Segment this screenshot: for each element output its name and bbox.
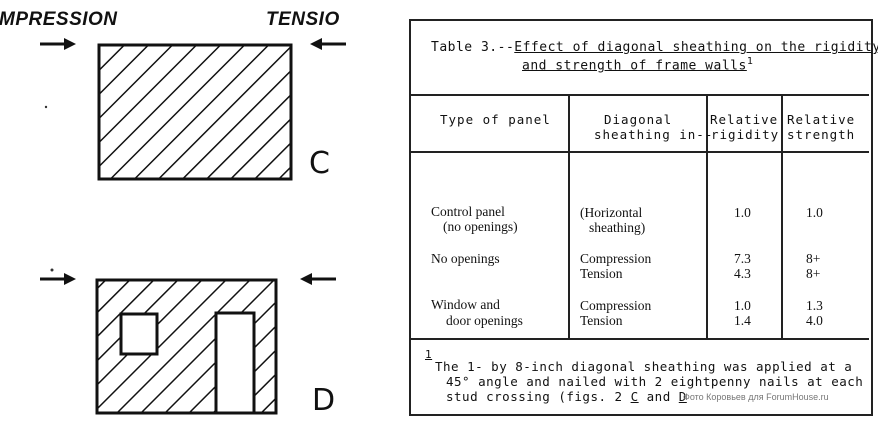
header-diagonal-1: Diagonal (604, 112, 673, 127)
row-3-strength-2: 4.0 (806, 313, 823, 328)
window-opening (119, 312, 159, 356)
row-1-sheathing-2: sheathing) (589, 220, 646, 235)
table-frame (409, 19, 873, 416)
header-type-of-panel: Type of panel (440, 112, 551, 127)
title-divider (411, 94, 869, 96)
row-1-panel-2: (no openings) (443, 219, 518, 234)
table-title-line-2: and strength of frame walls1 (522, 56, 754, 74)
header-divider (411, 151, 869, 153)
row-2-sheathing-2: Tension (580, 266, 623, 281)
header-rigidity-2: rigidity (711, 127, 780, 142)
header-strength-2: strength (787, 127, 856, 142)
tension-arrow-top (310, 38, 346, 50)
footnote-divider (411, 338, 869, 340)
row-2-strength-1: 8+ (806, 251, 821, 266)
compression-label: MPRESSION (0, 9, 118, 30)
row-3-rigidity-2: 1.4 (734, 313, 751, 328)
row-1-sheathing-1: (Horizontal (580, 205, 643, 220)
row-3-panel-1: Window and (431, 297, 500, 312)
row-3-panel-2: door openings (446, 313, 523, 328)
door-opening (214, 311, 256, 415)
footnote-line-2: 45° angle and nailed with 2 eightpenny n… (446, 374, 864, 389)
tension-label: TENSIO (266, 9, 340, 30)
tension-arrow-bottom (300, 273, 336, 285)
header-diagonal-2: sheathing in-- (594, 127, 714, 142)
panel-c-sheathing (97, 43, 293, 181)
row-2-sheathing-1: Compression (580, 251, 652, 266)
column-divider-2 (706, 95, 708, 339)
row-3-sheathing-2: Tension (580, 313, 623, 328)
figure-letter-c: C (309, 146, 330, 181)
row-3-sheathing-1: Compression (580, 298, 652, 313)
row-1-strength: 1.0 (806, 205, 823, 220)
column-divider-3 (781, 95, 783, 339)
figure-letter-d: D (312, 383, 336, 418)
row-1-rigidity: 1.0 (734, 205, 751, 220)
watermark: Фото Коровьев для ForumHouse.ru (683, 392, 829, 402)
row-1-panel-1: Control panel (431, 204, 505, 219)
row-2-strength-2: 8+ (806, 266, 821, 281)
wall-panel-diagrams (40, 38, 346, 415)
footnote-line-3: stud crossing (figs. 2 C and D (446, 389, 687, 404)
panel-d-sheathing (95, 278, 278, 415)
column-divider-1 (568, 95, 570, 339)
header-rigidity-1: Relative (710, 112, 779, 127)
compression-arrow-bottom (40, 273, 76, 285)
row-3-rigidity-1: 1.0 (734, 298, 751, 313)
compression-arrow-top (40, 38, 76, 50)
header-strength-1: Relative (787, 112, 856, 127)
row-3-strength-1: 1.3 (806, 298, 823, 313)
table-title-line-1: Table 3.--Effect of diagonal sheathing o… (431, 40, 878, 55)
row-2-rigidity-1: 7.3 (734, 251, 751, 266)
footnote-mark: 1 (425, 348, 433, 361)
row-2-panel-1: No openings (431, 251, 500, 266)
footnote-line-1: The 1- by 8-inch diagonal sheathing was … (435, 359, 853, 374)
row-2-rigidity-2: 4.3 (734, 266, 751, 281)
